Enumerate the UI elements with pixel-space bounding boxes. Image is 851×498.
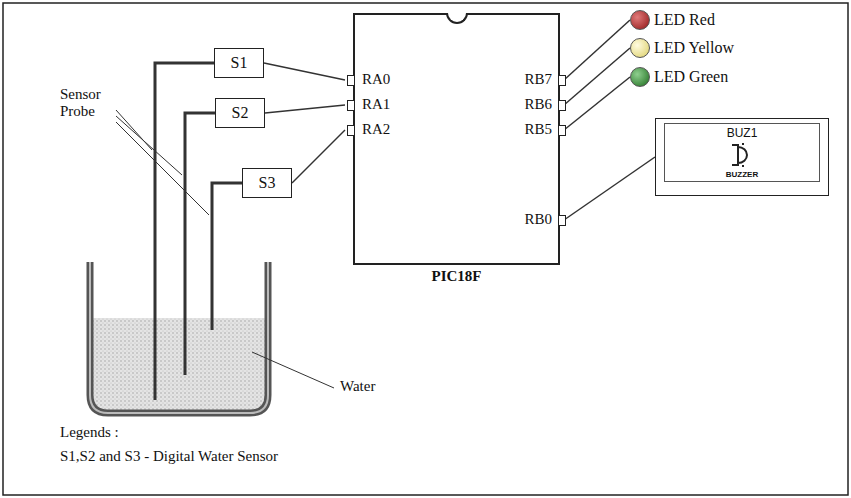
pin-name: RA0	[362, 71, 390, 88]
pin-terminal	[347, 125, 355, 136]
wire	[292, 130, 345, 183]
wire	[564, 48, 630, 105]
buzzer-panel: BUZ1BUZZER	[664, 123, 820, 182]
led-bulb	[630, 38, 650, 58]
pin-name: RB6	[524, 96, 552, 113]
led-name: LED Green	[654, 68, 728, 86]
led: LED Red	[630, 10, 715, 30]
pin-terminal	[558, 215, 566, 226]
led: LED Green	[630, 67, 728, 87]
wire	[564, 77, 630, 130]
pin-terminal	[347, 75, 355, 86]
sensor-box: S1	[214, 48, 264, 78]
component-ref: BUZ1	[727, 126, 758, 140]
buzzer-box: BUZ1BUZZER	[655, 118, 829, 196]
leader-lines	[116, 110, 334, 388]
pin-terminal	[558, 100, 566, 111]
led-bulb	[630, 10, 650, 30]
led-bulb	[630, 67, 650, 87]
label: S1,S2 and S3 - Digital Water Sensor	[60, 448, 278, 465]
frame	[3, 3, 848, 495]
water	[92, 318, 266, 411]
label: Sensor Probe	[60, 86, 118, 121]
sensor-name: S1	[231, 54, 248, 72]
buzzer-symbol	[722, 140, 762, 170]
pin-name: RB0	[524, 211, 552, 228]
led-name: LED Red	[654, 11, 715, 29]
pin-terminal	[558, 125, 566, 136]
pin-name: RA1	[362, 96, 390, 113]
wire	[264, 63, 345, 80]
chip-name: PIC18F	[355, 268, 558, 285]
led: LED Yellow	[630, 38, 734, 58]
pin-name: RB5	[524, 121, 552, 138]
component-type: BUZZER	[726, 170, 758, 179]
chip-notch	[446, 13, 468, 24]
pin-terminal	[347, 100, 355, 111]
led-name: LED Yellow	[654, 39, 734, 57]
pin-terminal	[558, 75, 566, 86]
pin-name: RB7	[524, 71, 552, 88]
sensor-box: S2	[215, 98, 265, 128]
wire	[564, 20, 630, 80]
microcontroller-chip: PIC18F	[353, 13, 560, 265]
sensor-name: S3	[259, 174, 276, 192]
label: Legends :	[60, 424, 119, 441]
beaker	[90, 262, 268, 413]
wire	[564, 157, 655, 220]
beaker-highlight	[90, 262, 268, 413]
sensor-box: S3	[242, 168, 292, 198]
pin-name: RA2	[362, 121, 390, 138]
label: Water	[340, 378, 375, 395]
sensor-name: S2	[232, 104, 249, 122]
wire	[265, 105, 345, 113]
